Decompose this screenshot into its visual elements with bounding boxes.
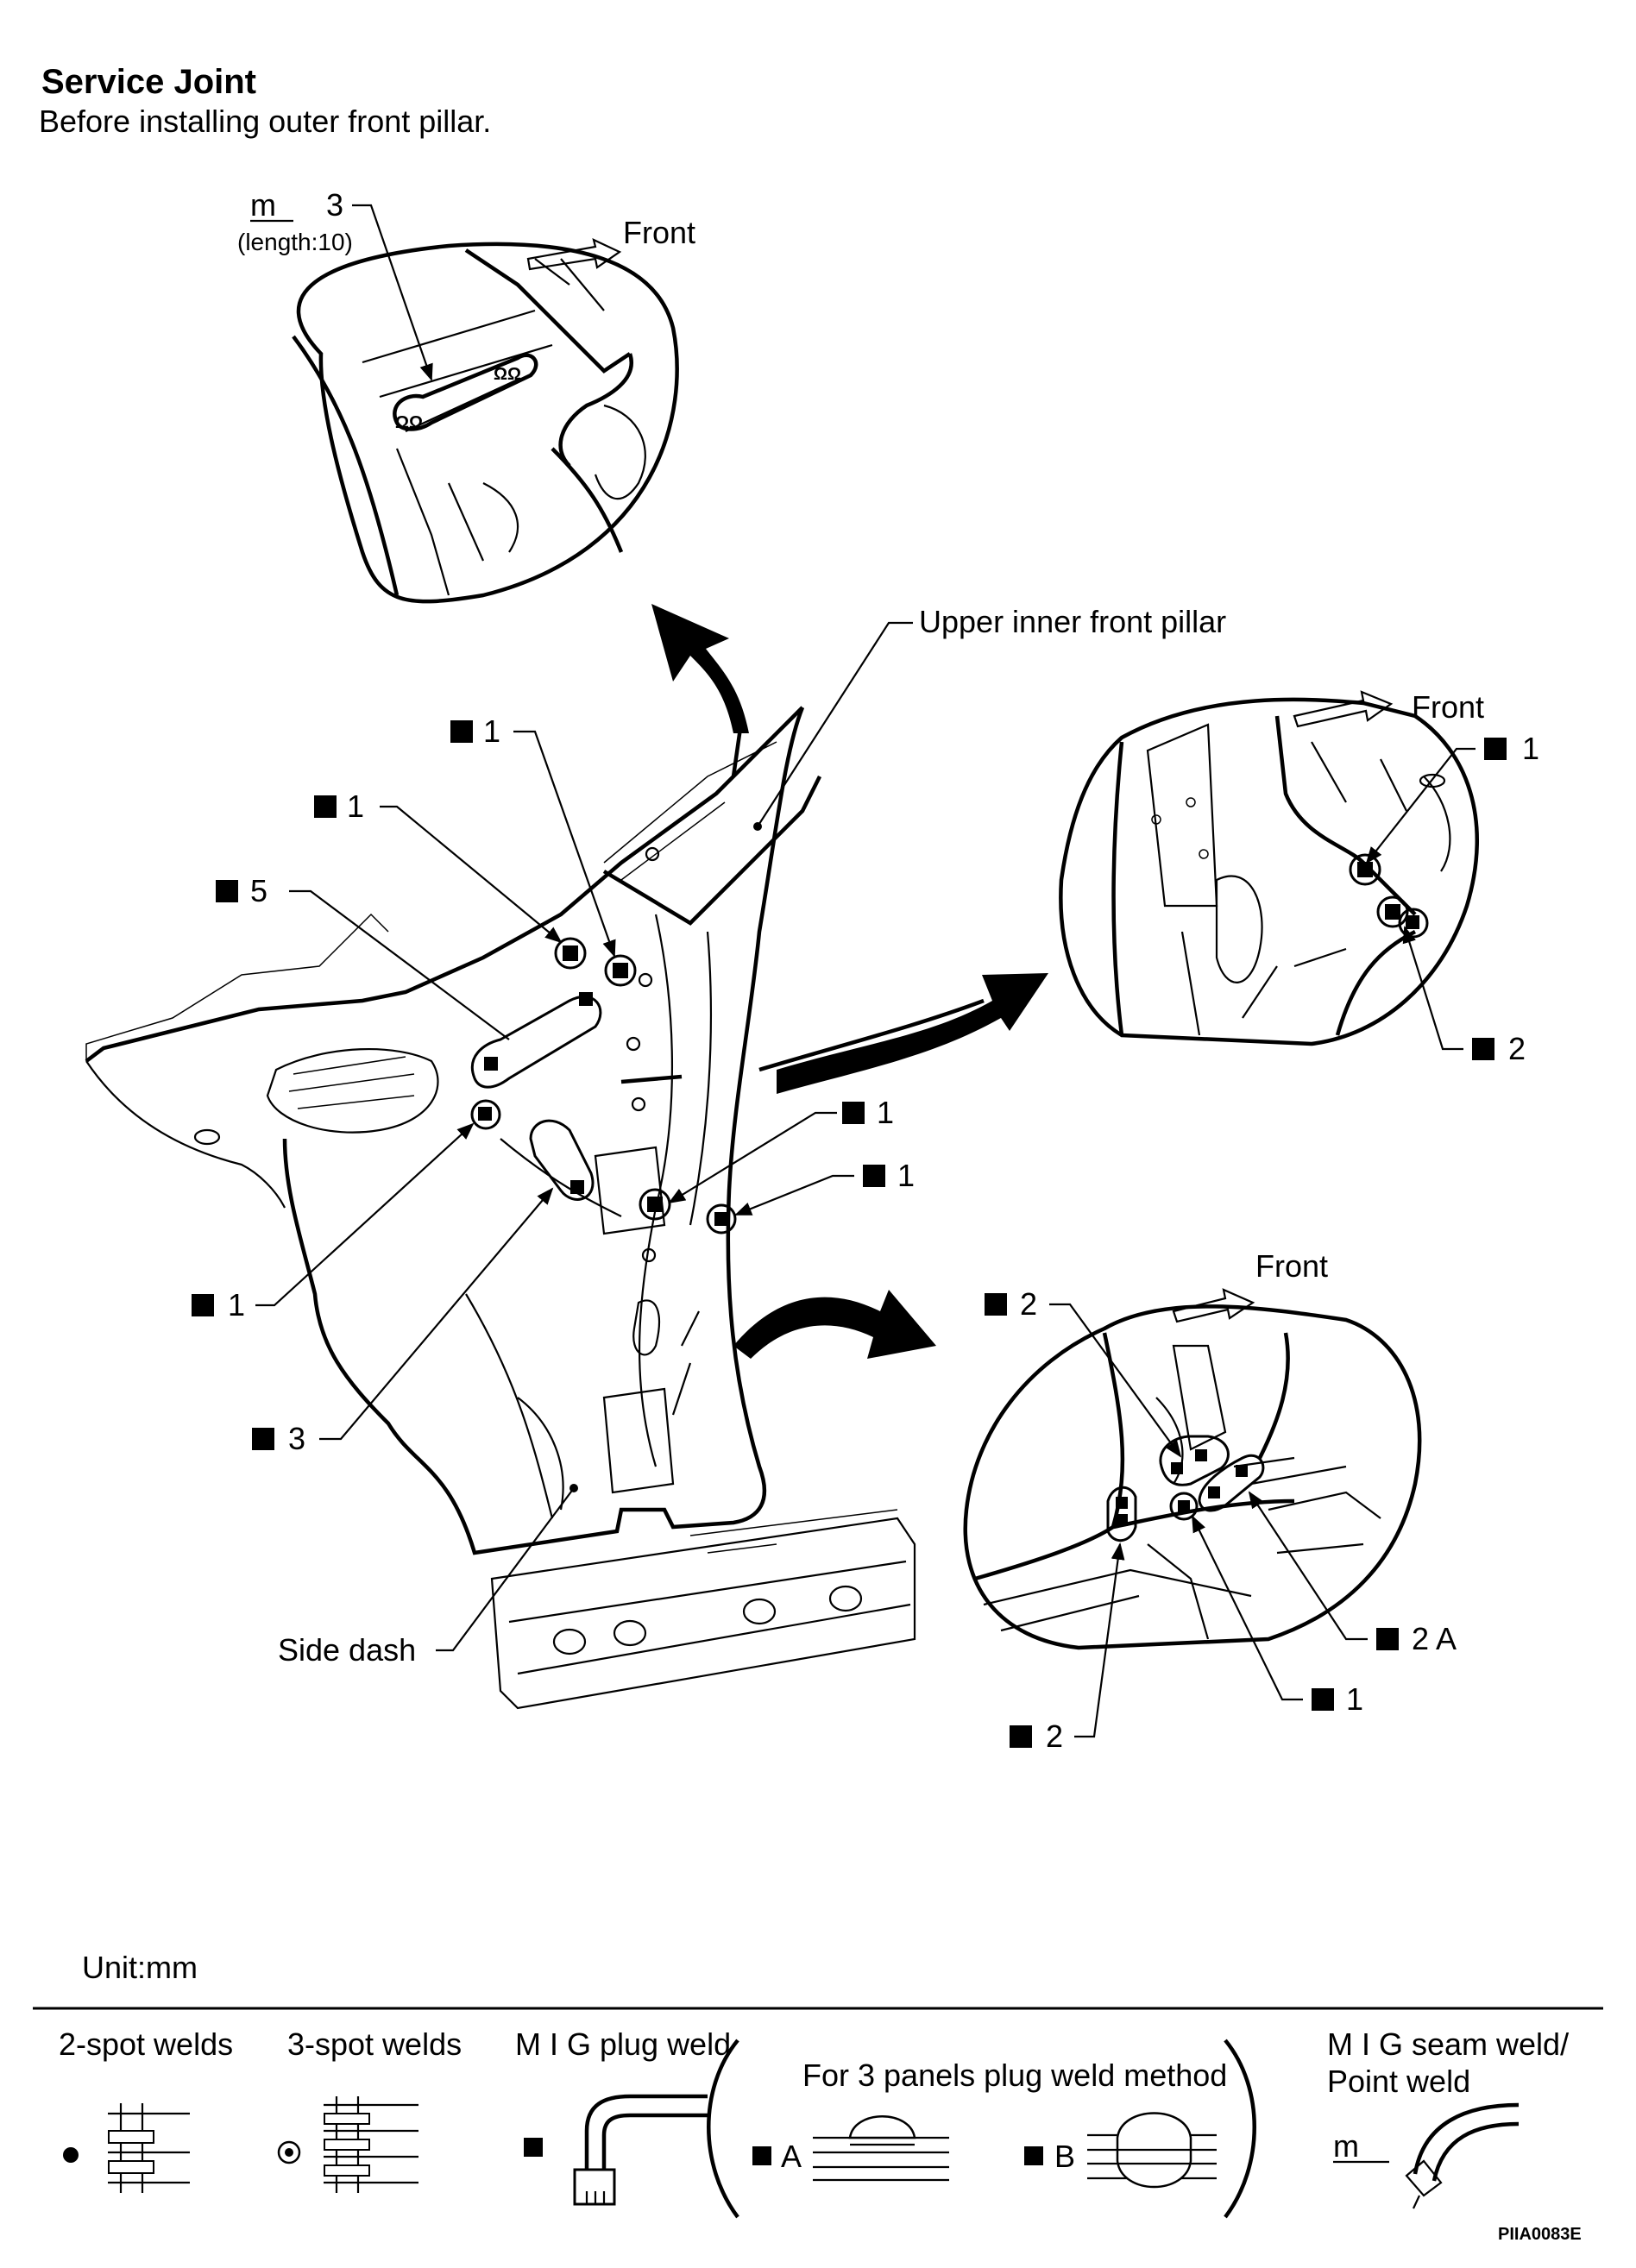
svg-text:1: 1: [897, 1158, 915, 1193]
three-spot-weld-icon: [277, 2140, 301, 2164]
main-weld-marks: [470, 937, 737, 1235]
svg-text:2-spot welds: 2-spot welds: [59, 2026, 233, 2062]
callout-main-1a: 1: [450, 713, 616, 958]
svg-text:1: 1: [877, 1095, 894, 1130]
svg-text:5: 5: [250, 873, 267, 908]
arrow-to-right-detail: [777, 973, 1048, 1094]
method-b-label: B: [1054, 2139, 1075, 2174]
lower-detail-front-indicator: Front: [1172, 1248, 1328, 1323]
right-callout-2: 2: [1402, 926, 1526, 1066]
svg-text:3: 3: [288, 1421, 305, 1456]
callout-main-1c: 1: [668, 1095, 894, 1204]
page-subtitle: Before installing outer front pillar.: [39, 104, 491, 139]
svg-text:Point weld: Point weld: [1327, 2064, 1470, 2099]
svg-text:M I G plug weld: M I G plug weld: [515, 2026, 731, 2062]
mig-torch-icon: [584, 2094, 708, 2170]
method-b-panels-icon: [1087, 2112, 1217, 2189]
method-a-label: A: [781, 2139, 802, 2174]
arrow-to-top-detail: [651, 604, 749, 733]
svg-text:3-spot welds: 3-spot welds: [287, 2026, 462, 2062]
top-detail-view: ΩΩ ΩΩ: [292, 242, 679, 604]
svg-text:Upper inner front pillar: Upper inner front pillar: [919, 604, 1226, 639]
callout-main-3: 3: [252, 1187, 554, 1456]
two-spot-panels-icon: [108, 2103, 190, 2193]
callout-main-1b: 1: [314, 788, 563, 944]
svg-text:1: 1: [1522, 731, 1539, 766]
three-spot-panels-icon: [324, 2096, 418, 2193]
svg-text:2 A: 2 A: [1412, 1621, 1457, 1656]
front-label-top: Front: [623, 215, 695, 250]
left-paren: [707, 2039, 739, 2219]
callout-main-1d: 1: [734, 1158, 915, 1216]
legend-three-spot: 3-spot welds: [277, 2026, 462, 2193]
svg-text:1: 1: [1346, 1681, 1363, 1717]
two-spot-weld-icon: [63, 2147, 79, 2163]
callout-main-5: 5: [216, 873, 510, 1040]
top-detail-count: 3: [326, 187, 343, 223]
svg-text:ΩΩ: ΩΩ: [395, 413, 423, 432]
svg-text:Side dash: Side dash: [278, 1632, 416, 1668]
front-label-right: Front: [1412, 689, 1484, 725]
front-label-lower: Front: [1255, 1248, 1328, 1284]
unit-label: Unit:mm: [82, 1950, 198, 1985]
mig-plug-weld-icon: [524, 2138, 543, 2157]
right-paren: [1224, 2039, 1256, 2219]
top-detail-front-indicator: Front: [526, 215, 695, 271]
callout-main-1e: 1: [192, 1122, 475, 1322]
lower-callout-2b: 2: [1010, 1542, 1125, 1754]
lower-detail-view: [963, 1304, 1422, 1650]
top-detail-seam-callout: m 3 (length:10): [237, 187, 433, 381]
right-callout-1: 1: [1365, 731, 1539, 864]
legend-mig-seam: M I G seam weld/ Point weld m: [1327, 2026, 1569, 2209]
legend-three-panels: For 3 panels plug weld method A B: [707, 2039, 1256, 2219]
svg-text:1: 1: [483, 713, 500, 749]
arrow-to-lower-detail: [733, 1290, 936, 1359]
svg-text:ΩΩ: ΩΩ: [494, 365, 521, 384]
svg-text:2: 2: [1508, 1031, 1526, 1066]
lower-callout-1: 1: [1192, 1515, 1363, 1717]
page-title: Service Joint: [41, 63, 256, 101]
figure-code: PIIA0083E: [1498, 2225, 1582, 2244]
legend-mig-plug: M I G plug weld: [515, 2026, 731, 2206]
mig-seam-weld-icon: m: [250, 187, 276, 223]
callout-upper-inner-front-pillar: Upper inner front pillar: [753, 604, 1226, 831]
lower-callout-2A: 2 A: [1248, 1491, 1457, 1656]
svg-text:M I G seam weld/: M I G seam weld/: [1327, 2026, 1569, 2062]
right-detail-front-indicator: Front: [1293, 689, 1484, 728]
svg-text:2: 2: [1046, 1718, 1063, 1754]
svg-text:1: 1: [228, 1287, 245, 1322]
callout-side-dash: Side dash: [278, 1484, 578, 1668]
svg-text:1: 1: [347, 788, 364, 824]
svg-text:2: 2: [1020, 1286, 1037, 1322]
right-detail-view: [1059, 697, 1479, 1046]
svg-text:For 3 panels plug weld method: For 3 panels plug weld method: [802, 2058, 1227, 2093]
lower-callout-2a: 2: [985, 1286, 1182, 1458]
top-detail-length-note: (length:10): [237, 229, 353, 255]
method-a-panels-icon: [813, 2115, 949, 2182]
mig-seam-torch-icon: [1413, 2102, 1520, 2182]
mig-seam-weld-icon: m: [1333, 2128, 1359, 2164]
legend-two-spot: 2-spot welds: [59, 2026, 233, 2193]
